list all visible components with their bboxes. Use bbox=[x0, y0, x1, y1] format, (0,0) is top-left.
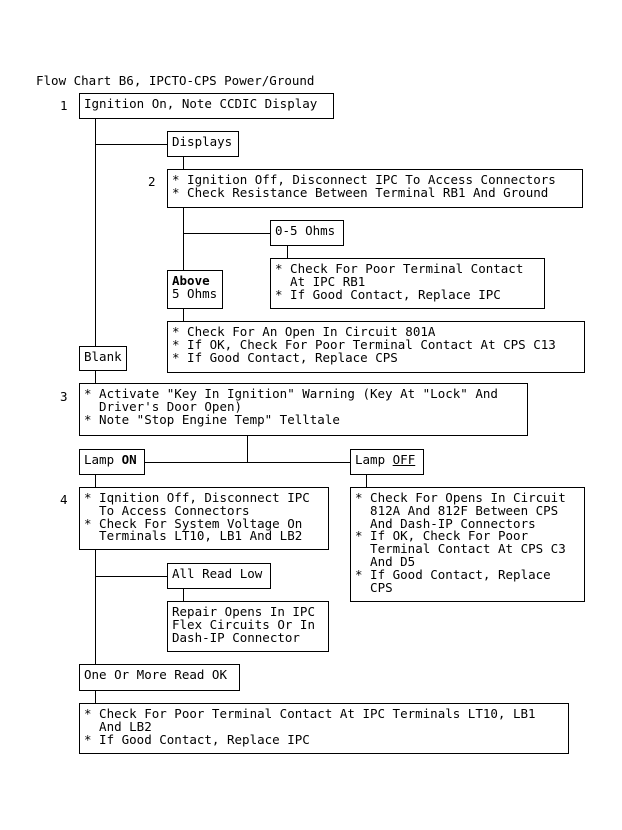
final-check-text: * Check For Poor Terminal Contact At IPC… bbox=[84, 706, 536, 747]
lamp-on-state: ON bbox=[121, 452, 137, 467]
connector bbox=[183, 308, 184, 322]
connector bbox=[95, 474, 96, 488]
step4-text: * Iqnition Off, Disconnect IPC To Access… bbox=[84, 490, 310, 544]
all-read-low-text: All Read Low bbox=[172, 566, 263, 581]
one-or-more-read-ok-box: One Or More Read OK bbox=[79, 664, 240, 691]
above-five-ohms-box: Above 5 Ohms bbox=[167, 270, 223, 309]
step3-box: * Activate "Key In Ignition" Warning (Ke… bbox=[79, 383, 528, 436]
displays-text: Displays bbox=[172, 134, 233, 149]
lamp-off-label: Lamp bbox=[355, 452, 393, 467]
step-number-1: 1 bbox=[60, 98, 68, 113]
step-number-3: 3 bbox=[60, 389, 68, 404]
lamp-on-label: Lamp bbox=[84, 452, 122, 467]
connector bbox=[95, 462, 351, 463]
step2-box: * Ignition Off, Disconnect IPC To Access… bbox=[167, 169, 583, 208]
step-number-2: 2 bbox=[148, 174, 156, 189]
connector bbox=[183, 588, 184, 602]
step2-text: * Ignition Off, Disconnect IPC To Access… bbox=[172, 172, 556, 200]
connector bbox=[95, 118, 96, 346]
connector bbox=[287, 245, 288, 259]
poor-contact-rb1-text: * Check For Poor Terminal Contact At IPC… bbox=[275, 261, 524, 302]
step3-text: * Activate "Key In Ignition" Warning (Ke… bbox=[84, 386, 498, 427]
connector bbox=[95, 576, 168, 577]
blank-text: Blank bbox=[84, 349, 122, 364]
open-801a-box: * Check For An Open In Circuit 801A * If… bbox=[167, 321, 585, 373]
lamp-off-box: Lamp OFF bbox=[350, 449, 424, 475]
all-read-low-box: All Read Low bbox=[167, 563, 271, 589]
displays-box: Displays bbox=[167, 131, 239, 157]
opens-812-text: * Check For Opens In Circuit 812A And 81… bbox=[355, 490, 566, 595]
poor-contact-rb1-box: * Check For Poor Terminal Contact At IPC… bbox=[270, 258, 545, 309]
lamp-on-box: Lamp ON bbox=[79, 449, 145, 475]
blank-box: Blank bbox=[79, 346, 127, 371]
five-ohms-label: 5 Ohms bbox=[172, 285, 218, 301]
zero-five-ohms-box: 0-5 Ohms bbox=[270, 220, 344, 246]
chart-title: Flow Chart B6, IPCTO-CPS Power/Ground bbox=[36, 73, 315, 88]
connector bbox=[95, 370, 96, 384]
opens-812-box: * Check For Opens In Circuit 812A And 81… bbox=[350, 487, 585, 602]
connector bbox=[95, 690, 96, 704]
connector bbox=[183, 156, 184, 170]
connector bbox=[183, 207, 184, 271]
step1-text: Ignition On, Note CCDIC Display bbox=[84, 96, 318, 111]
connector bbox=[95, 549, 96, 664]
step4-box: * Iqnition Off, Disconnect IPC To Access… bbox=[79, 487, 329, 550]
connector bbox=[183, 233, 271, 234]
connector bbox=[95, 144, 168, 145]
one-or-more-read-ok-text: One Or More Read OK bbox=[84, 667, 227, 682]
final-check-box: * Check For Poor Terminal Contact At IPC… bbox=[79, 703, 569, 754]
step1-box: Ignition On, Note CCDIC Display bbox=[79, 93, 334, 119]
repair-opens-text: Repair Opens In IPC Flex Circuits Or In … bbox=[172, 604, 315, 645]
connector bbox=[366, 474, 367, 488]
open-801a-text: * Check For An Open In Circuit 801A * If… bbox=[172, 324, 556, 365]
step-number-4: 4 bbox=[60, 492, 68, 507]
zero-five-ohms-text: 0-5 Ohms bbox=[275, 223, 336, 238]
above-label: Above bbox=[172, 273, 210, 288]
repair-opens-box: Repair Opens In IPC Flex Circuits Or In … bbox=[167, 601, 329, 652]
lamp-off-state: OFF bbox=[392, 452, 416, 467]
connector bbox=[247, 435, 248, 462]
